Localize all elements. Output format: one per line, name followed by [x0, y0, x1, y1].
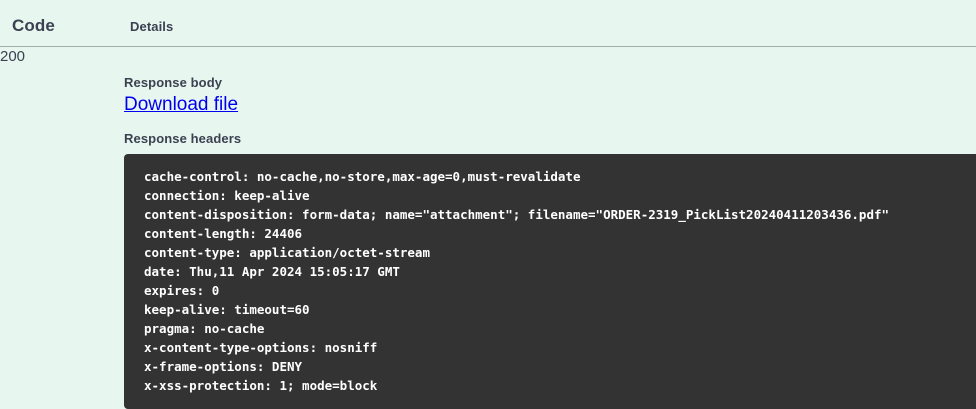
response-headers-text: cache-control: no-cache,no-store,max-age… [144, 167, 976, 395]
column-header-details-label: Details [130, 19, 174, 34]
response-header-line: date: Thu,11 Apr 2024 15:05:17 GMT [144, 263, 400, 279]
response-header-line: connection: keep-alive [144, 187, 310, 203]
table-row: 200 Response body Download file Response… [0, 47, 976, 409]
download-file-link[interactable]: Download file [124, 94, 239, 115]
response-body-label: Response body [124, 75, 223, 90]
response-header-line: x-frame-options: DENY [144, 358, 303, 374]
response-header-line: x-content-type-options: nosniff [144, 339, 378, 355]
response-header-line: expires: 0 [144, 282, 220, 298]
column-header-code-label: Code [12, 16, 55, 35]
response-details-cell: Response body Download file Response hea… [124, 47, 976, 409]
responses-table-head: Code Details [0, 0, 976, 47]
column-header-details: Details [124, 0, 976, 47]
response-status-code: 200 [0, 48, 26, 65]
response-header-line: content-disposition: form-data; name="at… [144, 206, 890, 222]
response-headers-block: cache-control: no-cache,no-store,max-age… [124, 153, 976, 409]
response-header-line: cache-control: no-cache,no-store,max-age… [144, 168, 581, 184]
response-header-line: pragma: no-cache [144, 320, 265, 336]
responses-table-body: 200 Response body Download file Response… [0, 47, 976, 409]
response-header-line: content-type: application/octet-stream [144, 244, 430, 260]
column-header-code: Code [0, 0, 124, 47]
response-header-line: keep-alive: timeout=60 [144, 301, 310, 317]
response-header-line: content-length: 24406 [144, 225, 303, 241]
response-headers-label: Response headers [124, 130, 242, 146]
response-header-line: x-xss-protection: 1; mode=block [144, 377, 378, 393]
table-header-row: Code Details [0, 0, 976, 47]
